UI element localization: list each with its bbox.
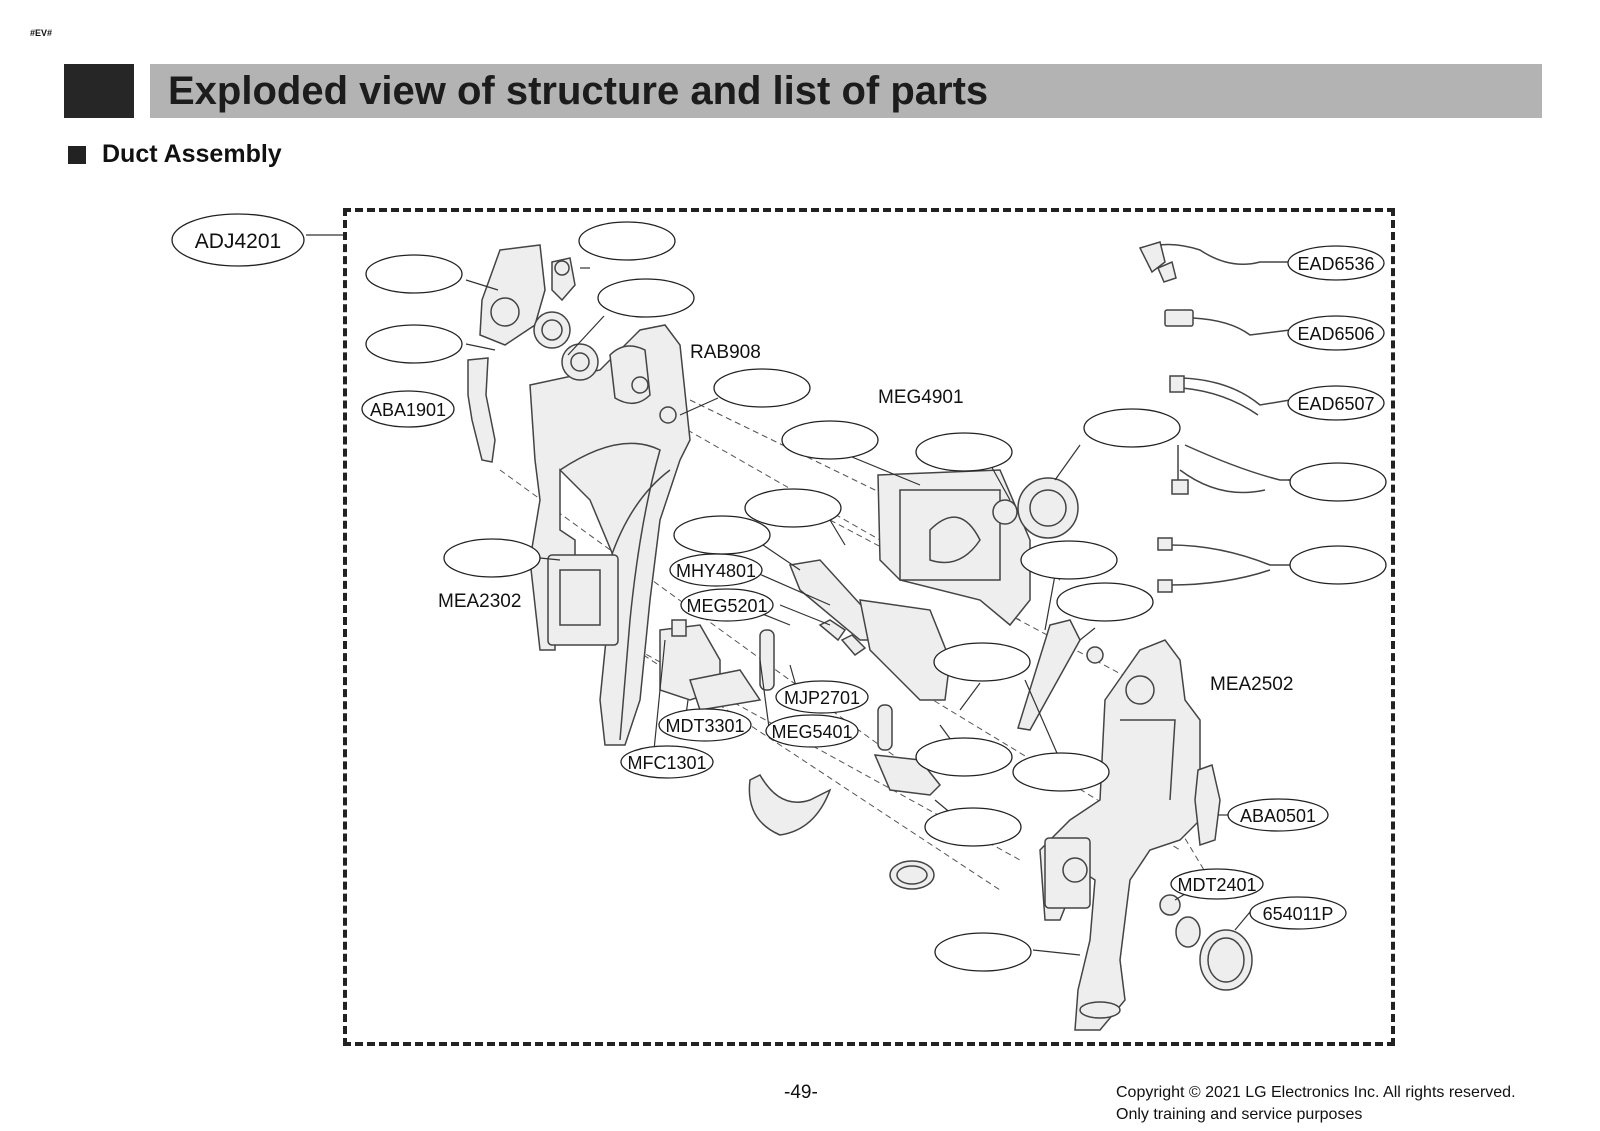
left-duct-housing	[529, 324, 691, 746]
blank-callout-3	[597, 278, 695, 318]
blank-callout-8	[1083, 408, 1181, 448]
label-mea2502: MEA2502	[1210, 674, 1293, 695]
linkage-parts	[748, 559, 1104, 890]
labeled-callouts: ADJ4201 ABA1901 MHY4801 MEG5201 MJP2701 …	[171, 213, 1385, 930]
blank-callout-4	[365, 324, 463, 364]
bottom-right-parts	[1159, 894, 1253, 991]
blank-callout-18	[934, 932, 1032, 972]
section-bullet-icon	[68, 145, 86, 164]
blank-callout-20	[1289, 545, 1387, 585]
callout-ead6506-label: EAD6506	[1297, 324, 1374, 344]
label-mea2302: MEA2302	[438, 591, 521, 612]
blank-callout-5	[713, 368, 811, 408]
document-tag: #EV#	[30, 28, 53, 38]
section-heading: Duct Assembly	[68, 140, 282, 169]
page-number: -49-	[784, 1082, 818, 1103]
callout-mfc1301	[620, 745, 714, 779]
callout-mfc1301-label: MFC1301	[627, 753, 706, 773]
callout-654011p-label: 654011P	[1263, 904, 1334, 924]
callout-mdt2401	[1170, 868, 1264, 900]
wire-harnesses	[1138, 241, 1291, 593]
diagram-frame	[343, 208, 1395, 1046]
callout-mjp2701	[775, 680, 869, 714]
blank-callout-19	[1289, 462, 1387, 502]
callout-meg5401-label: MEG5401	[771, 722, 852, 742]
callout-adj4201-label: ADJ4201	[195, 230, 281, 253]
callout-mhy4801-label: MHY4801	[676, 561, 756, 581]
blank-callout-2	[578, 221, 676, 261]
right-damper-lever	[1194, 764, 1221, 847]
callout-aba0501-label: ABA0501	[1240, 806, 1316, 826]
terminal-block	[659, 619, 762, 711]
blank-callout-13	[1056, 582, 1154, 622]
header-accent-block	[64, 64, 134, 118]
blank-callout-7	[915, 432, 1013, 472]
callout-mjp2701-label: MJP2701	[784, 688, 860, 708]
blank-callout-17	[924, 807, 1022, 847]
callout-adj4201	[171, 213, 305, 267]
callout-654011p	[1249, 896, 1347, 930]
blank-callout-1	[365, 254, 463, 294]
center-frame	[877, 469, 1031, 627]
callout-ead6536	[1287, 245, 1385, 281]
callout-meg5201-label: MEG5201	[686, 596, 767, 616]
callout-ead6507-label: EAD6507	[1297, 394, 1374, 414]
blank-callout-11	[443, 538, 541, 578]
blank-callout-14	[933, 642, 1031, 682]
blank-callout-12	[1020, 540, 1118, 580]
free-labels: RAB908 MEG4901 MEA2302 MEA2502	[438, 342, 1293, 695]
blank-callout-16	[1012, 752, 1110, 792]
page-title: Exploded view of structure and list of p…	[168, 68, 989, 113]
callout-meg5401	[765, 714, 859, 748]
blank-callouts	[365, 221, 1387, 972]
callout-ead6506	[1287, 315, 1385, 351]
blank-callout-15	[915, 737, 1013, 777]
callout-mdt2401-label: MDT2401	[1177, 875, 1256, 895]
left-damper-lever	[467, 357, 496, 463]
label-rab908: RAB908	[690, 342, 761, 363]
gear-cluster	[479, 244, 599, 381]
callout-meg5201	[680, 588, 774, 622]
section-title: Duct Assembly	[102, 140, 282, 168]
right-duct-housing	[1039, 639, 1201, 1031]
callout-ead6507	[1287, 385, 1385, 421]
callout-aba0501	[1227, 798, 1329, 832]
callout-aba1901	[361, 390, 455, 428]
callout-aba1901-label: ABA1901	[370, 400, 446, 420]
callout-mdt3301	[658, 708, 752, 742]
callout-ead6536-label: EAD6536	[1297, 254, 1374, 274]
label-meg4901: MEG4901	[878, 387, 964, 408]
callout-mhy4801	[669, 553, 763, 587]
footer-copyright: Copyright © 2021 LG Electronics Inc. All…	[1116, 1082, 1516, 1126]
callout-mdt3301-label: MDT3301	[665, 716, 744, 736]
blank-callout-9	[744, 488, 842, 528]
usage-note: Only training and service purposes	[1116, 1106, 1363, 1123]
blank-callout-10	[673, 515, 771, 555]
motor-unit	[992, 477, 1079, 539]
copyright-text: Copyright © 2021 LG Electronics Inc. All…	[1116, 1084, 1516, 1101]
header-bar: Exploded view of structure and list of p…	[150, 64, 1542, 118]
blank-callout-6	[781, 420, 879, 460]
